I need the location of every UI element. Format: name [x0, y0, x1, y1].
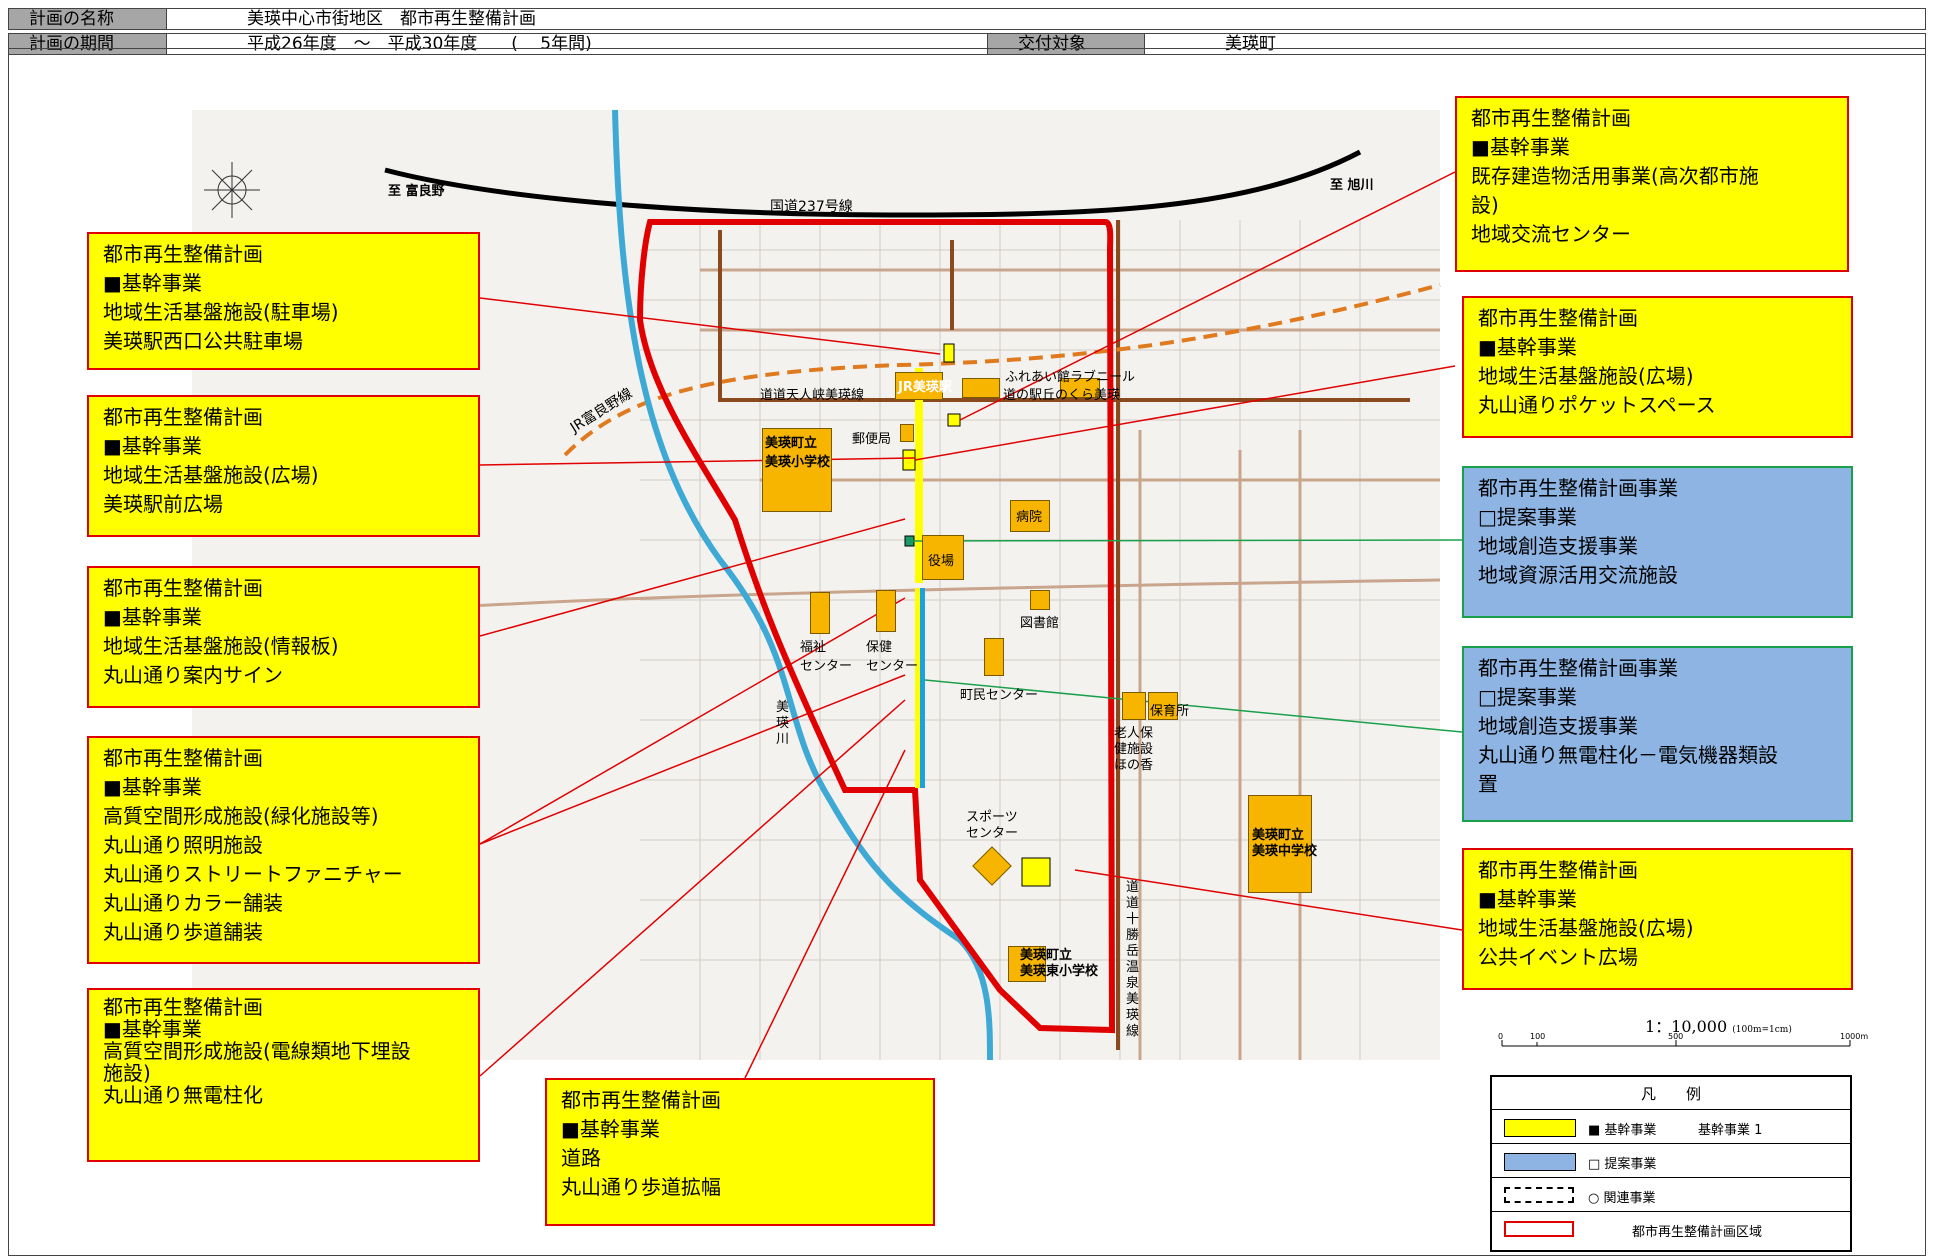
label-school1: 美瑛町立 美瑛小学校 — [765, 436, 831, 470]
scale-bar — [1501, 1040, 1851, 1047]
label-town-office: 役場 — [928, 554, 955, 569]
legend-title: 凡 例 — [1640, 1085, 1701, 1103]
civic-center-block — [984, 638, 1004, 676]
name-value: 美瑛中心市街地区 都市再生整備計画 — [247, 9, 536, 29]
legend: 凡 例 ■ 基幹事業 基幹事業 1 □ 提案事業 ○ 関連事業 都市再生整備計画… — [1490, 1075, 1852, 1252]
label-sports: スポーツ センター — [966, 810, 1019, 841]
label-health: 保健 センター — [866, 640, 919, 674]
middle-school-block — [1248, 795, 1312, 893]
label-michi-tennin: 道道天人峡美瑛線 — [760, 388, 865, 403]
header-period-row: 計画の期間 平成26年度 ～ 平成30年度 ( 5年間) 交付対象 美瑛町 — [8, 33, 1926, 55]
period-label: 計画の期間 — [9, 34, 167, 54]
annotation-event-plaza: 都市再生整備計画■基幹事業地域生活基盤施設(広場)公共イベント広場 — [1462, 848, 1853, 990]
scale-tick-500: 500 — [1668, 1032, 1684, 1041]
pocket-space-marker — [947, 413, 961, 427]
maruyama-yellow-south — [915, 588, 920, 788]
fureai-block — [962, 378, 1000, 398]
label-nursery: 保育所 — [1150, 704, 1190, 719]
annotation-pole-removal: 都市再生整備計画事業□提案事業地域創造支援事業丸山通り無電柱化－電気機器類設置 — [1462, 646, 1853, 822]
target-label: 交付対象 — [987, 34, 1145, 54]
town-office-block — [922, 535, 964, 580]
hospital-block — [1010, 500, 1050, 532]
compass-icon — [204, 162, 260, 218]
label-hospital: 病院 — [1016, 510, 1043, 525]
scale-tick-100: 100 — [1530, 1032, 1546, 1041]
name-label: 計画の名称 — [9, 9, 167, 29]
nursery-block — [1148, 692, 1178, 720]
period-value: 平成26年度 ～ 平成30年度 ( 5年間) — [247, 34, 592, 54]
michi-no-eki-block — [1060, 378, 1100, 398]
map-frame — [8, 48, 1926, 1256]
annotation-ekimae-plaza: 都市再生整備計画■基幹事業地域生活基盤施設(広場)美瑛駅前広場 — [87, 395, 480, 537]
leader-lines — [479, 171, 1463, 1079]
label-post: 郵便局 — [852, 432, 892, 447]
label-tokachi-road: 道道十勝岳温泉美瑛線 — [1126, 880, 1140, 1039]
label-asahikawa: 至 旭川 — [1330, 178, 1374, 193]
green-leader-lines — [909, 539, 1463, 733]
brown-roads — [718, 220, 1410, 1050]
scale-tick-1000: 1000m — [1840, 1032, 1869, 1041]
planning-area-boundary — [636, 219, 1116, 1034]
station-plaza-marker — [902, 449, 916, 471]
legend-swatch-blue — [1504, 1153, 1576, 1171]
label-civic: 町民センター — [960, 688, 1039, 703]
scale-ratio: 1：10,000 (100m=1cm) — [1645, 1017, 1792, 1036]
legend-row-proposal: □ 提案事業 — [1492, 1143, 1850, 1178]
annotation-pocket-space: 都市再生整備計画■基幹事業地域生活基盤施設(広場)丸山通りポケットスペース — [1462, 296, 1853, 438]
route-237 — [384, 149, 1362, 218]
label-michi-eki: 道の駅丘のくら美瑛 — [1003, 388, 1121, 403]
target-value: 美瑛町 — [1225, 34, 1276, 54]
label-jr-station: JR美瑛駅 — [898, 380, 952, 395]
maruyama-blue-south — [920, 588, 925, 788]
health-center-block — [876, 590, 896, 632]
label-route237: 国道237号線 — [770, 199, 853, 215]
jr-line — [563, 283, 1441, 457]
annotation-road-widening: 都市再生整備計画■基幹事業道路丸山通り歩道拡幅 — [545, 1078, 935, 1226]
label-elderly: 老人保 健施設 ほの香 — [1114, 726, 1154, 773]
label-east-school: 美瑛町立 美瑛東小学校 — [1020, 948, 1099, 979]
annotation-high-quality-space: 都市再生整備計画■基幹事業高質空間形成施設(緑化施設等)丸山通り照明施設丸山通り… — [87, 736, 480, 964]
legend-swatch-red — [1504, 1221, 1574, 1237]
welfare-center-block — [810, 592, 830, 634]
legend-row-area: 都市再生整備計画区域 — [1492, 1211, 1850, 1246]
legend-swatch-dashed — [1504, 1187, 1574, 1203]
west-parking-marker — [943, 343, 955, 363]
post-office-block — [900, 424, 914, 442]
label-library: 図書館 — [1020, 616, 1060, 631]
annotation-guide-sign: 都市再生整備計画■基幹事業地域生活基盤施設(情報板)丸山通り案内サイン — [87, 566, 480, 708]
label-middle-school: 美瑛町立 美瑛中学校 — [1252, 828, 1318, 859]
legend-row-related: ○ 関連事業 — [1492, 1177, 1850, 1212]
scale-tick-0: 0 — [1498, 1032, 1504, 1041]
label-river: 美 瑛 川 — [776, 700, 790, 747]
label-welfare: 福祉 センター — [800, 640, 853, 674]
east-elementary-block — [1008, 946, 1046, 982]
annotation-ekinishi-parking: 都市再生整備計画■基幹事業地域生活基盤施設(駐車場)美瑛駅西口公共駐車場 — [87, 232, 480, 370]
label-furano: 至 富良野 — [388, 184, 445, 199]
header-name-row: 計画の名称 美瑛中心市街地区 都市再生整備計画 — [8, 8, 1926, 30]
annotation-resource-exchange: 都市再生整備計画事業□提案事業地域創造支援事業地域資源活用交流施設 — [1462, 466, 1853, 618]
annotation-underground-cable: 都市再生整備計画■基幹事業高質空間形成施設(電線類地下埋設施設)丸山通り無電柱化 — [87, 988, 480, 1162]
label-fureai: ふれあい館ラブニール — [1005, 370, 1136, 385]
biei-elementary-school — [762, 428, 832, 512]
elderly-facility-block — [1122, 692, 1146, 720]
library-block — [1030, 590, 1050, 610]
jr-station-block — [895, 372, 943, 400]
maruyama-core-segment — [915, 368, 923, 583]
legend-row-core: ■ 基幹事業 基幹事業 1 — [1492, 1109, 1850, 1144]
event-plaza-marker — [1021, 857, 1051, 887]
annotation-community-center: 都市再生整備計画■基幹事業既存建造物活用事業(高次都市施設)地域交流センター — [1455, 96, 1849, 272]
legend-swatch-yellow — [1504, 1119, 1576, 1137]
legend-brace-label: 基幹事業 1 — [1698, 1123, 1763, 1138]
